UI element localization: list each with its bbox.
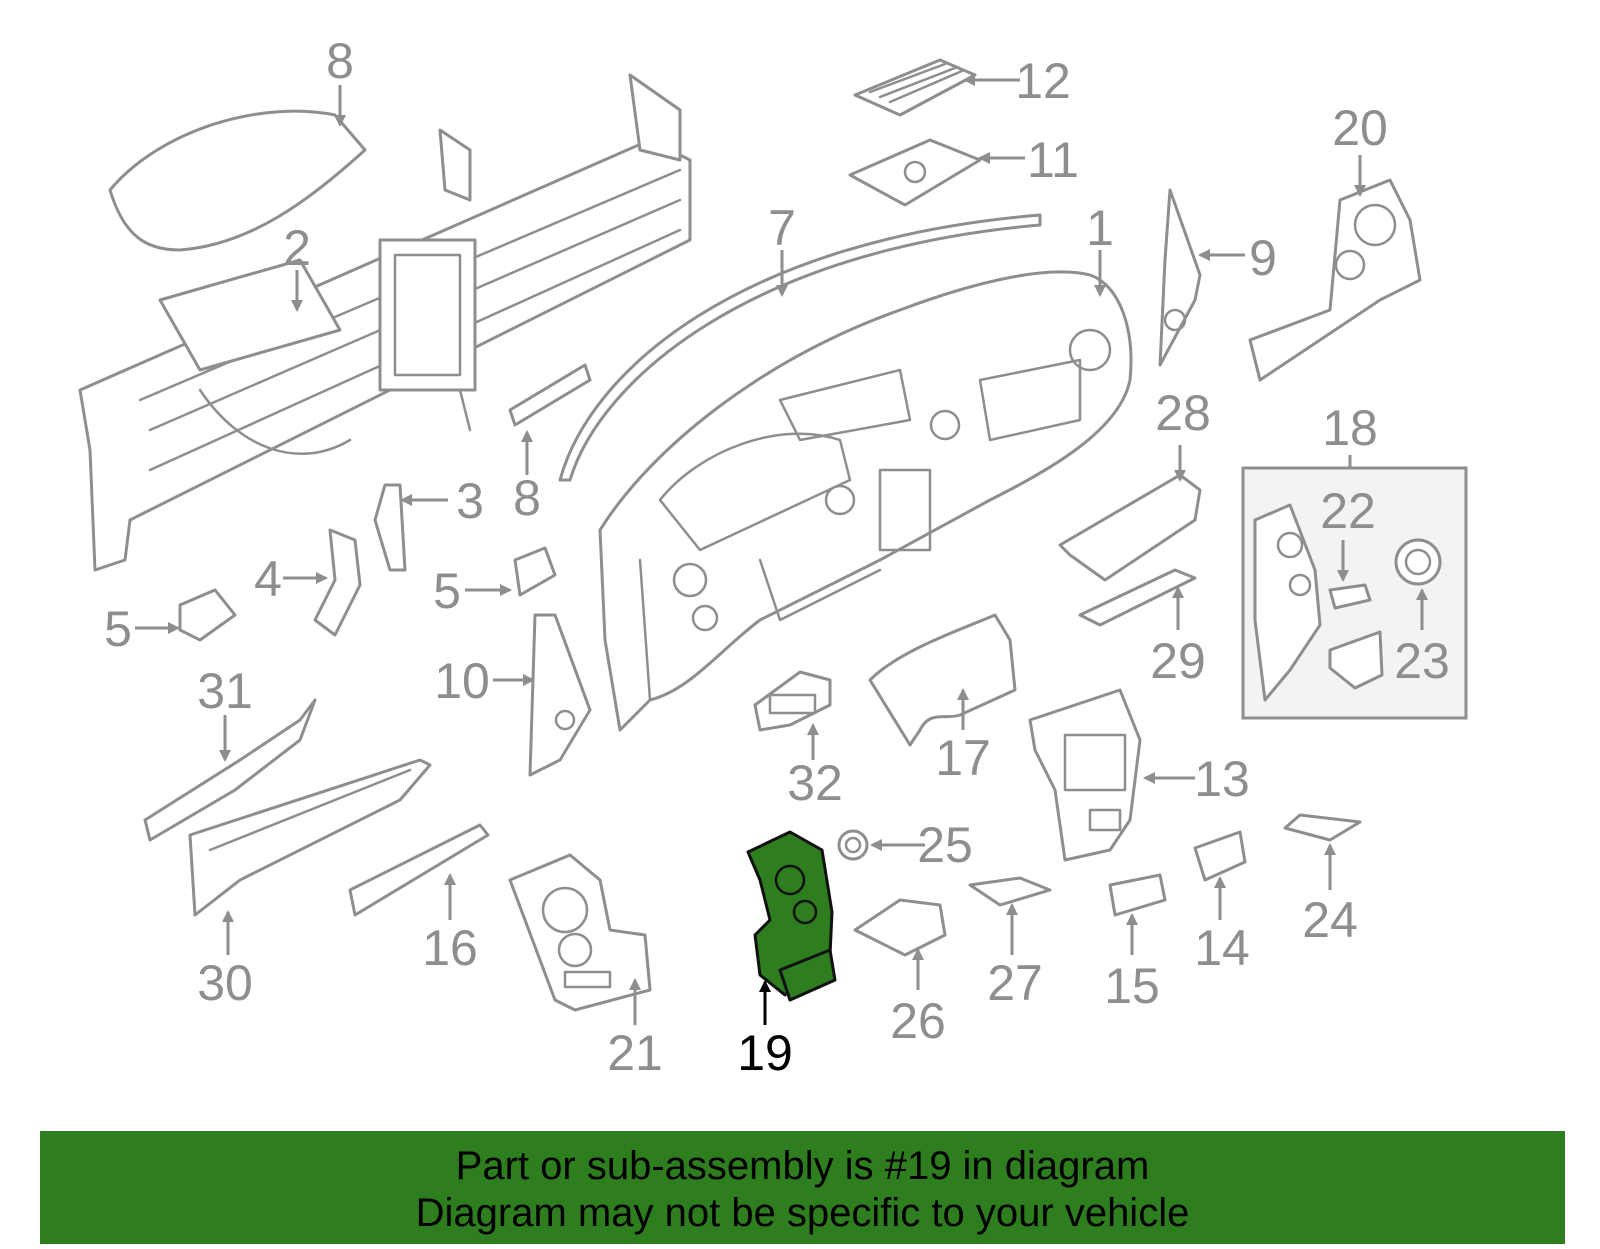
callout-13: 13 [1194,751,1250,807]
part-2-cross-car-beam [78,73,692,572]
callout-27: 27 [987,955,1043,1011]
callout-20: 20 [1332,100,1388,156]
callout-6: 7 [768,200,796,256]
callout-12: 12 [1015,53,1071,109]
part-31-trim-strip [143,698,317,842]
part-18-kit-box [1241,466,1468,720]
callout-5-middle: 5 [433,563,461,619]
part-8-top-cover [108,109,367,252]
banner-line-2: Diagram may not be specific to your vehi… [415,1191,1190,1235]
part-5-clip-left [178,588,237,642]
part-14-clip [1193,830,1247,882]
callout-18: 18 [1322,400,1378,456]
part-12-grille [853,58,977,117]
part-9-trim [1158,188,1202,367]
callout-19-highlighted: 19 [737,1025,793,1081]
callout-5-left: 5 [104,601,132,657]
callout-2: 2 [283,220,311,276]
callout-32: 32 [787,755,843,811]
callout-22: 22 [1320,483,1376,539]
part-3-bracket [373,483,407,572]
part-26-bin [853,898,947,957]
part-10-side-trim [528,613,592,777]
part-15-switch [1108,873,1167,917]
callout-3: 3 [456,473,484,529]
part-5-clip-middle [513,546,557,597]
part-20-bezel [1248,178,1422,382]
callout-arrows [135,74,1428,1025]
callout-15: 15 [1104,958,1160,1014]
callout-10: 10 [434,653,490,709]
part-11-plate [848,138,982,207]
callout-29: 29 [1150,633,1206,689]
callout-14: 14 [1194,920,1250,976]
part-17-cluster-hood [868,613,1017,747]
callout-30: 30 [197,955,253,1011]
part-4-bracket [313,528,362,637]
part-28-bracket [1058,473,1202,582]
part-32-switch [753,670,832,732]
callout-26: 26 [890,993,946,1049]
callout-1: 1 [1086,200,1114,256]
banner-line-1: Part or sub-assembly is #19 in diagram [455,1144,1150,1188]
callout-24: 24 [1302,892,1358,948]
callout-17: 17 [935,730,991,786]
callout-25: 25 [917,817,973,873]
callout-8: 8 [326,33,354,89]
part-29-pad [1078,568,1197,627]
callout-16: 16 [422,920,478,976]
part-16-strip [348,823,490,917]
callout-4: 4 [254,551,282,607]
part-24-pad [1283,813,1362,842]
callout-23: 23 [1394,633,1450,689]
part-21-cluster-bezel [508,853,652,1012]
callout-11: 11 [1027,132,1079,188]
part-1-instrument-panel [598,270,1133,732]
part-30-lower-panel [188,758,432,917]
callout-31: 31 [197,663,253,719]
callout-9: 9 [1249,230,1277,286]
part-13-center-bezel [1028,688,1142,862]
callout-labels: 8 2 7 1 12 11 9 20 8 3 4 5 5 28 29 18 22… [104,33,1450,1081]
info-banner: Part or sub-assembly is #19 in diagram D… [40,1131,1565,1244]
part-6-seal-strip [558,213,1042,482]
callout-21: 21 [607,1025,663,1081]
part-7-bracket [508,363,592,427]
part-19-highlighted [746,830,837,1002]
callout-28: 28 [1155,385,1211,441]
part-27-pad [968,876,1052,907]
callout-7: 8 [513,470,541,526]
part-25-knob [837,829,869,861]
